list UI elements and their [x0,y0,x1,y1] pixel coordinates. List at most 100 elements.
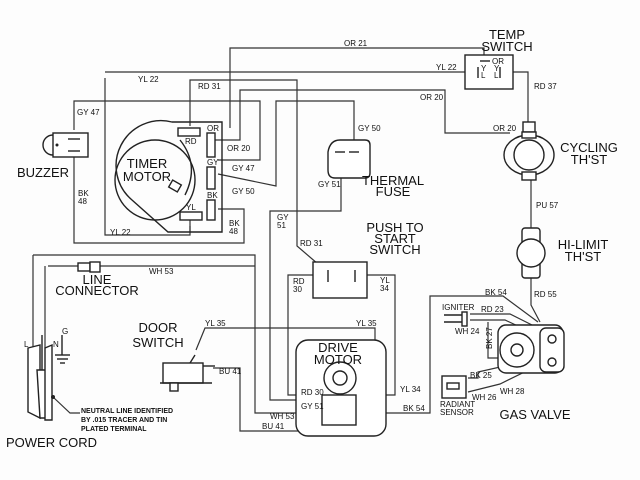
push-to-start-switch [312,261,368,299]
wire-label-yl35-door: YL 35 [205,319,226,328]
wire-label-yl34-switch-1: YL [380,276,390,285]
wire-label-bk48-left-1: BK [78,189,89,198]
wire-label-rd30-motor: RD 30 [301,388,324,397]
wire-label-or20-timer: OR 20 [227,144,251,153]
door-switch [160,354,215,392]
wire-label-gy47-timer: GY 47 [232,164,255,173]
wire-label-wh53-motor: WH 53 [270,412,295,421]
line-connector-label-1: LINE [83,272,112,287]
drive-motor [295,339,387,437]
wire-label-bk25: BK 25 [470,371,492,380]
wire-label-yl22-top: YL 22 [138,75,159,84]
wire-label-rd55: RD 55 [534,290,557,299]
wire-label-bk48-left-2: 48 [78,197,87,206]
wire-label-or20-top: OR 20 [420,93,444,102]
wire-bk54 [362,295,539,414]
wire-label-gy51-left-1: GY [277,213,289,222]
timer-term-gy: GY [207,158,219,167]
power-cord [27,335,80,421]
radiant-sensor [441,375,467,399]
cord-term-n: N [53,340,59,349]
timer-motor-label-2: MOTOR [123,169,171,184]
wire-label-bu41-bottom: BU 41 [262,422,285,431]
wire-label-yl34-switch-2: 34 [380,284,389,293]
wire-label-gy51-left-2: 51 [277,221,286,230]
wire-label-rd30-switch-2: 30 [293,285,302,294]
wire-label-rd37: RD 37 [534,82,557,91]
timer-terminal-gy [206,166,216,190]
hi-limit-label-1: HI-LIMIT [558,237,609,252]
neutral-note-line-3: PLATED TERMINAL [81,426,147,433]
wire-rd31 [189,79,319,265]
radiant-sensor-label-1: RADIANT [440,400,475,409]
wire-label-rd31-switch: RD 31 [300,239,323,248]
hi-limit-label-2: TH'ST [565,249,601,264]
igniter-label: IGNITER [442,303,475,312]
gas-valve-label: GAS VALVE [499,407,570,422]
terminal-labels: RD OR GY BK YL OR Y L Y L L N G [24,57,504,349]
neutral-note: NEUTRAL LINE IDENTIFIED BY .015 TRACER A… [81,408,173,433]
wires [32,47,546,432]
wire-label-gy50-fuse: GY 50 [358,124,381,133]
temp-term-y2: Y [494,64,500,73]
cycling-thermostat-label-1: CYCLING [560,140,618,155]
wire-label-or21: OR 21 [344,39,368,48]
wire-label-bk27: BK 27 [485,327,494,349]
wire-label-gy47-top: GY 47 [77,108,100,117]
wire-label-wh53-top: WH 53 [149,267,174,276]
radiant-sensor-label-2: SENSOR [440,408,474,417]
neutral-note-line-2: BY .015 TRACER AND TIN [81,417,167,424]
wire-label-wh24: WH 24 [455,327,480,336]
temp-switch-label-2: SWITCH [481,39,532,54]
wire-label-rd30-switch-1: RD [293,277,305,286]
wire-label-bk54-motor: BK 54 [403,404,425,413]
line-connector [77,261,101,273]
power-cord-label: POWER CORD [6,435,97,450]
wire-rd23 [470,313,539,329]
temp-switch [464,54,514,90]
push-switch-label-2: START [374,231,415,246]
timer-terminal-rd [177,127,201,137]
wire-label-bu41-door: BU 41 [219,367,242,376]
wire-label-gy50-timer: GY 50 [232,187,255,196]
wire-label-pu57: PU 57 [536,201,559,210]
timer-term-yl: YL [186,203,196,212]
wire-labels: OR 21 YL 22 YL 22 YL 22 RD 31 RD 31 RD 3… [77,39,559,431]
push-switch-label-1: PUSH TO [366,220,423,235]
wire-rd55 [530,277,541,323]
neutral-note-line-1: NEUTRAL LINE IDENTIFIED [81,408,173,415]
wire-label-bk54: BK 54 [485,288,507,297]
temp-switch-label-1: TEMP [489,27,525,42]
wire-label-bk48-timer-2: 48 [229,227,238,236]
wire-label-gy51-fuse: GY 51 [318,180,341,189]
wire-bk48 [73,150,245,244]
wire-label-yl34-motor: YL 34 [400,385,421,394]
component-labels: TEMP SWITCH CYCLING TH'ST HI-LIMIT TH'ST… [6,27,618,450]
line-connector-label-2: CONNECTOR [55,283,139,298]
timer-motor-label-1: TIMER [127,156,167,171]
cycling-thermostat-label-2: TH'ST [571,152,607,167]
wire-gy47 [73,100,261,161]
timer-terminal-or [206,132,216,158]
timer-term-or: OR [207,124,219,133]
thermal-fuse-label-2: FUSE [376,184,411,199]
wire-label-yl22-temp: YL 22 [436,63,457,72]
wire-label-wh28: WH 28 [500,387,525,396]
drive-motor-label-2: MOTOR [314,352,362,367]
wire-label-gy51-motor: GY 51 [301,402,324,411]
door-switch-label-1: DOOR [139,320,178,335]
wire-label-yl22-timer: YL 22 [110,228,131,237]
gas-valve [497,324,565,374]
hi-limit-thermostat [516,227,546,279]
cycling-thermostat [503,121,555,181]
temp-term-or: OR [492,57,504,66]
door-switch-label-2: SWITCH [132,335,183,350]
wire-label-bk48-timer-1: BK [229,219,240,228]
wire-label-rd23: RD 23 [481,305,504,314]
igniter [444,311,468,327]
thermal-fuse [327,139,371,179]
drive-motor-label-1: DRIVE [318,340,358,355]
push-switch-label-3: SWITCH [369,242,420,257]
